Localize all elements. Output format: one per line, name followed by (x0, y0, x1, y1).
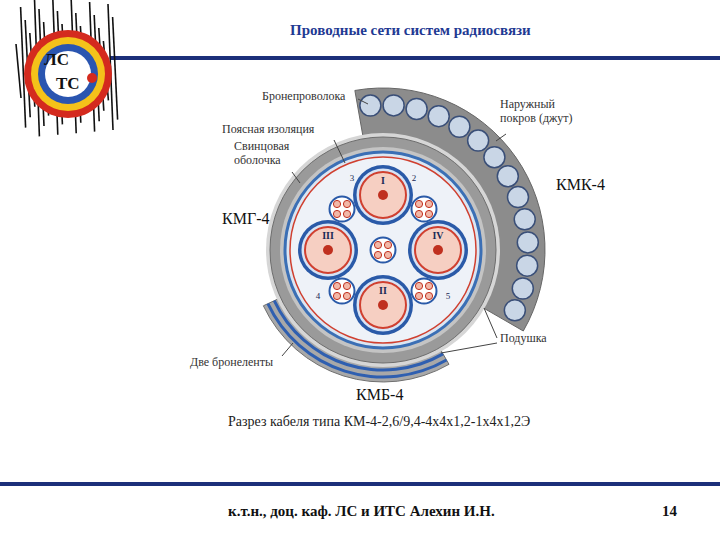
armour-wire (383, 95, 404, 116)
coax-tube (353, 165, 413, 225)
page-number: 14 (662, 503, 677, 520)
armour-wire (428, 106, 449, 127)
armour-wire (449, 116, 470, 137)
armour-wire (406, 98, 427, 119)
logo-letters: ЛС (44, 50, 69, 70)
lead-sheath (270, 137, 496, 363)
star-quad (330, 279, 355, 304)
armour-wire (517, 255, 538, 276)
quad-number: 4 (316, 291, 321, 301)
cushion (266, 133, 500, 367)
armour-wire (360, 95, 381, 116)
cable-type: КМБ-4 (356, 386, 403, 404)
coax-tube (408, 220, 468, 280)
cable-type: КМК-4 (556, 176, 605, 194)
armour-wire (497, 166, 518, 187)
star-quad (412, 197, 437, 222)
armour-wire (512, 278, 533, 299)
tube-number: III (322, 230, 334, 242)
footer-rule (0, 482, 720, 486)
logo-letters: ТС (56, 74, 80, 94)
belt-insulation (285, 152, 481, 348)
logo (16, 0, 118, 136)
armour-wire (517, 232, 538, 253)
part-name: Подушка (500, 332, 547, 346)
part-name: Наружный покров (джут) (500, 98, 592, 126)
leader-lines (282, 99, 506, 356)
part-name: Свинцовая оболочка (234, 140, 300, 168)
star-quad (371, 238, 396, 263)
figure-caption: Разрез кабеля типа КМ-4-2,6/9,4-4х4х1,2-… (228, 414, 530, 430)
star-quad (330, 197, 355, 222)
part-name: Поясная изоляция (222, 123, 314, 137)
part-name: Бронепроволока (262, 90, 345, 104)
armour-wire (484, 147, 505, 168)
belt-wrap (290, 157, 476, 343)
armour-wire (514, 209, 535, 230)
header-rule (110, 56, 720, 60)
quad-number: 2 (412, 173, 417, 183)
author-footer: к.т.н., доц. каф. ЛС и ИТС Алехин И.Н. (228, 503, 495, 520)
armour-wire (504, 300, 525, 321)
tube-number: IV (432, 230, 443, 242)
star-quad (412, 279, 437, 304)
tube-number: I (381, 175, 385, 187)
cable-type: КМГ-4 (222, 210, 269, 228)
tube-number: II (379, 285, 387, 297)
part-name: Две бронеленты (190, 356, 273, 370)
sheath-inner (280, 147, 486, 353)
coax-tube (353, 275, 413, 335)
armour-wire (508, 187, 529, 208)
armour-wire (468, 130, 489, 151)
slide-title: Проводные сети систем радиосвязи (290, 22, 531, 39)
quad-number: 3 (350, 173, 355, 183)
coax-tube (298, 220, 358, 280)
quad-number: 5 (446, 291, 451, 301)
